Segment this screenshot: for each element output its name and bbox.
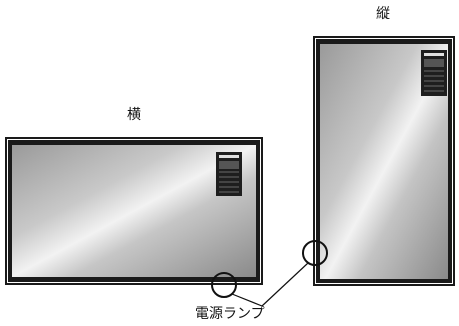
landscape-screen	[12, 145, 256, 277]
landscape-bezel-highlight	[7, 139, 261, 283]
portrait-remote-icon	[421, 50, 447, 96]
landscape-power-lamp-circle	[211, 272, 237, 298]
portrait-bezel-highlight	[315, 38, 453, 284]
landscape-label: 横	[127, 107, 141, 123]
power-lamp-label: 電源ランプ	[195, 306, 265, 322]
portrait-display	[313, 36, 455, 286]
portrait-label: 縦	[376, 6, 390, 22]
landscape-display	[5, 137, 263, 285]
landscape-leader-line	[231, 293, 263, 307]
portrait-leader-line	[261, 262, 309, 307]
landscape-remote-icon	[216, 152, 242, 196]
portrait-power-lamp-circle	[302, 240, 328, 266]
